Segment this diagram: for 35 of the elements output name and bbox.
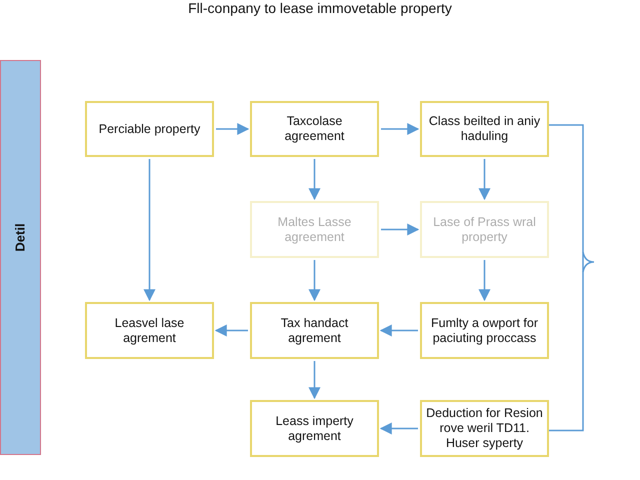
arrow (308, 260, 320, 302)
arrow (381, 123, 420, 135)
box-label: Maltes Lasse agreement (276, 214, 352, 244)
process-box (250, 101, 379, 157)
arrow (478, 260, 490, 302)
arrow (381, 224, 420, 236)
arrow (308, 159, 320, 200)
process-box (420, 101, 549, 157)
process-box (420, 400, 549, 457)
process-box (250, 302, 379, 359)
arrow (216, 123, 250, 135)
process-box (250, 400, 379, 457)
diagram-title: Fll-conpany to lease immovetable property (188, 0, 452, 16)
process-box (420, 201, 549, 258)
box-label: Tax handact agrement (280, 316, 350, 346)
box-label: Fumlty a owport for paciuting proccass (430, 316, 539, 346)
process-box (85, 101, 214, 157)
box-label: Deduction for Resion rove weril TD11. Huser syperty (425, 406, 544, 451)
arrow (380, 324, 418, 336)
arrow (308, 361, 320, 400)
process-box (420, 302, 549, 359)
arrow (214, 324, 248, 336)
side-band (0, 60, 41, 455)
box-label: Lase of Prass wral property (432, 214, 537, 244)
band-label: Detil (13, 222, 28, 254)
box-label: Perciable property (98, 122, 202, 136)
process-box (250, 201, 379, 258)
box-label: Taxcolase agreement (284, 114, 346, 144)
box-label: Class beilted in aniy haduling (428, 114, 542, 144)
box-label: Leasvel lase agrement (114, 316, 186, 346)
arrow (478, 159, 490, 200)
box-label: Leass imperty agrement (274, 414, 354, 444)
arrow (380, 422, 418, 434)
process-box (85, 302, 214, 359)
arrow (144, 159, 156, 302)
